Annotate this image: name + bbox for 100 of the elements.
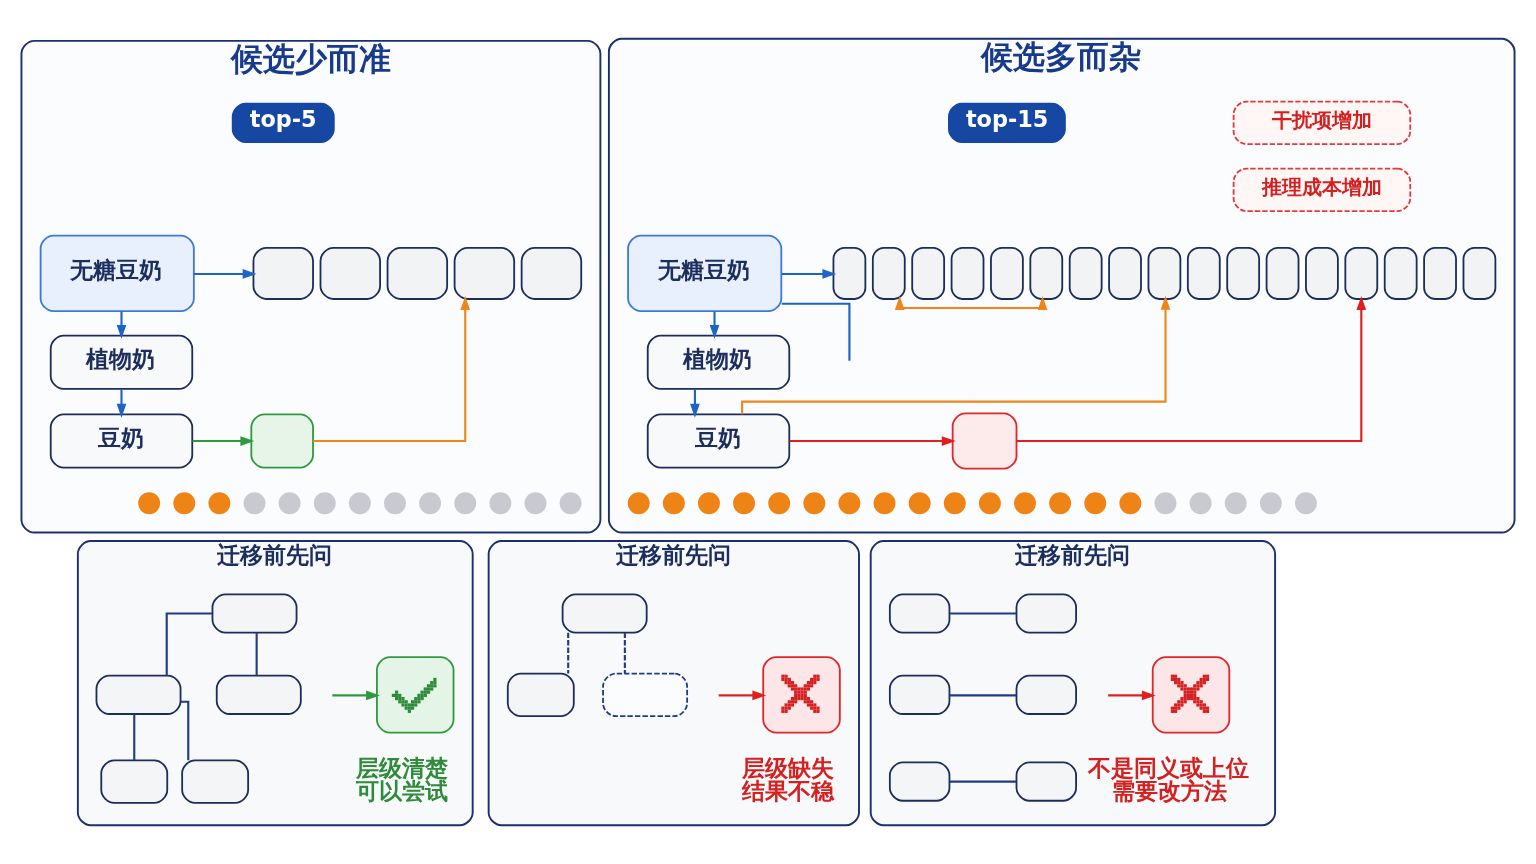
node-box xyxy=(1462,247,1497,300)
node-box xyxy=(252,247,314,300)
node-box xyxy=(911,247,946,300)
node-picture xyxy=(1151,656,1231,734)
node-box: top-5 xyxy=(231,102,335,143)
node-box xyxy=(888,761,951,802)
arrow xyxy=(193,269,257,279)
arrow xyxy=(116,311,127,339)
arrow xyxy=(313,296,471,443)
arrow xyxy=(709,311,720,339)
connector xyxy=(781,302,851,361)
node-circle xyxy=(489,492,512,515)
node-box xyxy=(1305,247,1339,300)
arrow xyxy=(1108,690,1156,701)
node-box xyxy=(1015,674,1077,715)
arrow xyxy=(332,690,380,701)
node-box xyxy=(211,593,298,634)
node-box: 推理成本增加 xyxy=(1232,167,1412,213)
node-circle xyxy=(978,492,1001,515)
arrow xyxy=(1016,296,1367,443)
node-circle xyxy=(1259,492,1282,515)
connector xyxy=(567,632,570,674)
node-circle xyxy=(524,492,547,515)
node-circle xyxy=(768,492,791,515)
node-circle xyxy=(383,492,406,515)
node-circle xyxy=(208,492,231,515)
arrow xyxy=(192,436,255,446)
node-box xyxy=(520,247,583,300)
node-circle xyxy=(1014,492,1037,515)
node-circle xyxy=(733,492,756,515)
node-box: top-15 xyxy=(948,102,1066,143)
node-box xyxy=(1186,247,1221,300)
node-box xyxy=(1226,247,1261,300)
arrow xyxy=(789,436,956,446)
node-box xyxy=(1265,247,1300,300)
node-box: 植物奶 xyxy=(646,334,791,390)
node-circle xyxy=(908,492,931,515)
node-box xyxy=(951,412,1018,470)
node-box xyxy=(1015,593,1077,634)
node-box: 豆奶 xyxy=(646,413,791,469)
node-box: 干扰项增加 xyxy=(1232,100,1412,146)
node-box xyxy=(1147,247,1182,300)
arrow xyxy=(781,269,837,279)
connector xyxy=(165,612,213,676)
node-circle xyxy=(1224,492,1247,515)
node-box xyxy=(215,674,302,715)
node-circle xyxy=(559,492,582,515)
node-box xyxy=(386,247,449,300)
node-box xyxy=(100,759,169,804)
node-box xyxy=(453,247,516,300)
node-box xyxy=(832,247,867,300)
node-box xyxy=(561,593,648,634)
node-box xyxy=(250,413,314,469)
connector xyxy=(949,694,1017,697)
node-circle xyxy=(1119,492,1142,515)
node-circle xyxy=(873,492,896,515)
node-box xyxy=(950,247,985,300)
node-circle xyxy=(838,492,861,515)
node-circle xyxy=(454,492,477,515)
node-box xyxy=(602,672,689,718)
node-picture xyxy=(762,656,841,734)
node-circle xyxy=(1189,492,1212,515)
node-box xyxy=(1344,247,1379,300)
node-box xyxy=(990,247,1024,300)
connector xyxy=(949,612,1017,615)
node-picture xyxy=(376,656,455,734)
node-circle xyxy=(803,492,826,515)
arrow xyxy=(741,295,1171,415)
node-circle xyxy=(1154,492,1177,515)
node-box xyxy=(871,247,906,300)
node-circle xyxy=(313,492,336,515)
node-circle xyxy=(662,492,685,515)
connector xyxy=(255,632,258,676)
node-box xyxy=(319,247,381,300)
connector xyxy=(949,780,1017,783)
node-box xyxy=(1423,247,1457,300)
node-circle xyxy=(1049,492,1072,515)
node-circle xyxy=(1084,492,1107,515)
node-box xyxy=(1029,247,1064,300)
node-box xyxy=(1383,247,1418,300)
node-circle xyxy=(138,492,161,515)
node-circle xyxy=(943,492,966,515)
node-box: 无糖豆奶 xyxy=(39,234,195,313)
node-circle xyxy=(348,492,371,515)
node-box xyxy=(95,674,182,715)
node-circle xyxy=(173,492,196,515)
node-box: 豆奶 xyxy=(49,413,194,469)
node-box xyxy=(888,674,951,715)
arrow xyxy=(894,296,1048,310)
node-box xyxy=(1108,247,1142,300)
node-circle xyxy=(697,492,720,515)
arrow xyxy=(718,690,767,701)
node-box: 植物奶 xyxy=(49,334,194,390)
node-box xyxy=(888,593,951,634)
node-circle xyxy=(1294,492,1317,515)
node-box xyxy=(1015,761,1077,802)
connector xyxy=(180,700,190,761)
node-box xyxy=(506,672,575,718)
node-circle xyxy=(419,492,442,515)
arrow xyxy=(116,388,127,418)
